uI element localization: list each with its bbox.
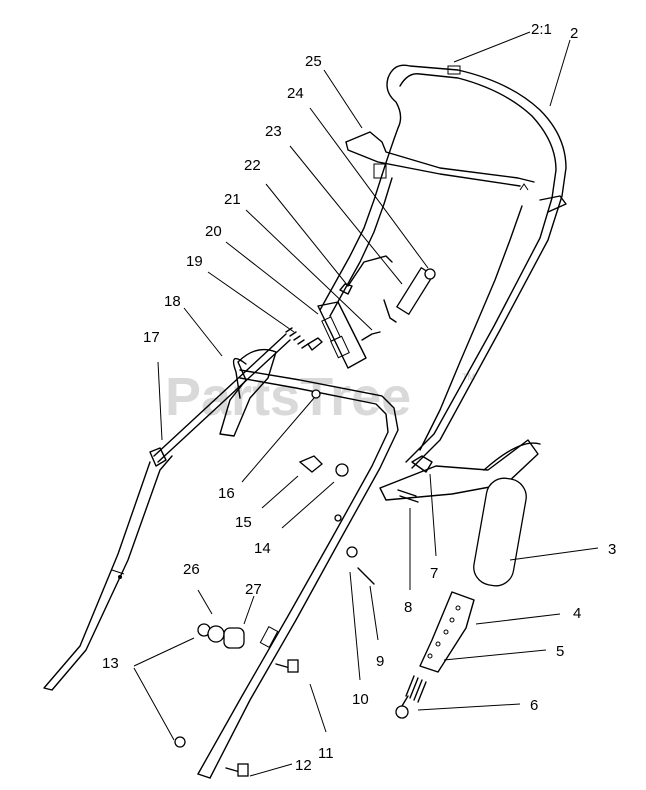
rear-assembly bbox=[379, 439, 541, 587]
upper-handle bbox=[319, 64, 567, 469]
leader-lines bbox=[133, 31, 599, 777]
callout-15: 15 bbox=[235, 514, 252, 531]
lower-handle-tube bbox=[43, 455, 173, 691]
callout-2: 2 bbox=[570, 25, 578, 42]
callout-11: 11 bbox=[318, 745, 334, 762]
callout-labels: 2:1 2 25 24 23 22 21 20 19 18 17 16 15 1… bbox=[102, 21, 616, 774]
callout-17: 17 bbox=[143, 329, 160, 346]
watermark-text: PartsTree bbox=[165, 367, 411, 427]
hardware bbox=[174, 389, 375, 777]
callout-6: 6 bbox=[530, 697, 538, 714]
callout-20: 20 bbox=[205, 223, 222, 240]
callout-25: 25 bbox=[305, 53, 322, 70]
callout-14: 14 bbox=[254, 540, 271, 557]
callout-21: 21 bbox=[224, 191, 241, 208]
bail-linkage bbox=[339, 255, 436, 323]
callout-23: 23 bbox=[265, 123, 282, 140]
callout-7: 7 bbox=[430, 565, 438, 582]
height-adjuster-plate bbox=[419, 591, 475, 673]
callout-5: 5 bbox=[556, 643, 564, 660]
callout-10: 10 bbox=[352, 691, 369, 708]
spring bbox=[395, 675, 427, 719]
cable-bracket bbox=[317, 301, 381, 369]
callout-24: 24 bbox=[287, 85, 304, 102]
control-cable bbox=[232, 357, 247, 399]
callout-16: 16 bbox=[218, 485, 235, 502]
callout-2-1: 2:1 bbox=[531, 21, 552, 38]
callout-8: 8 bbox=[404, 599, 412, 616]
callout-9: 9 bbox=[376, 653, 384, 670]
watermark-trademark: TM bbox=[462, 372, 475, 382]
cable-spring bbox=[285, 327, 323, 351]
callout-3: 3 bbox=[608, 541, 616, 558]
callout-18: 18 bbox=[164, 293, 181, 310]
cable-housing bbox=[153, 333, 287, 457]
callout-13: 13 bbox=[102, 655, 119, 672]
callout-22: 22 bbox=[244, 157, 261, 174]
callout-27: 27 bbox=[245, 581, 262, 598]
callout-4: 4 bbox=[573, 605, 581, 622]
callout-19: 19 bbox=[186, 253, 203, 270]
callout-12: 12 bbox=[295, 757, 312, 774]
callout-26: 26 bbox=[183, 561, 200, 578]
middle-handle bbox=[197, 348, 399, 779]
